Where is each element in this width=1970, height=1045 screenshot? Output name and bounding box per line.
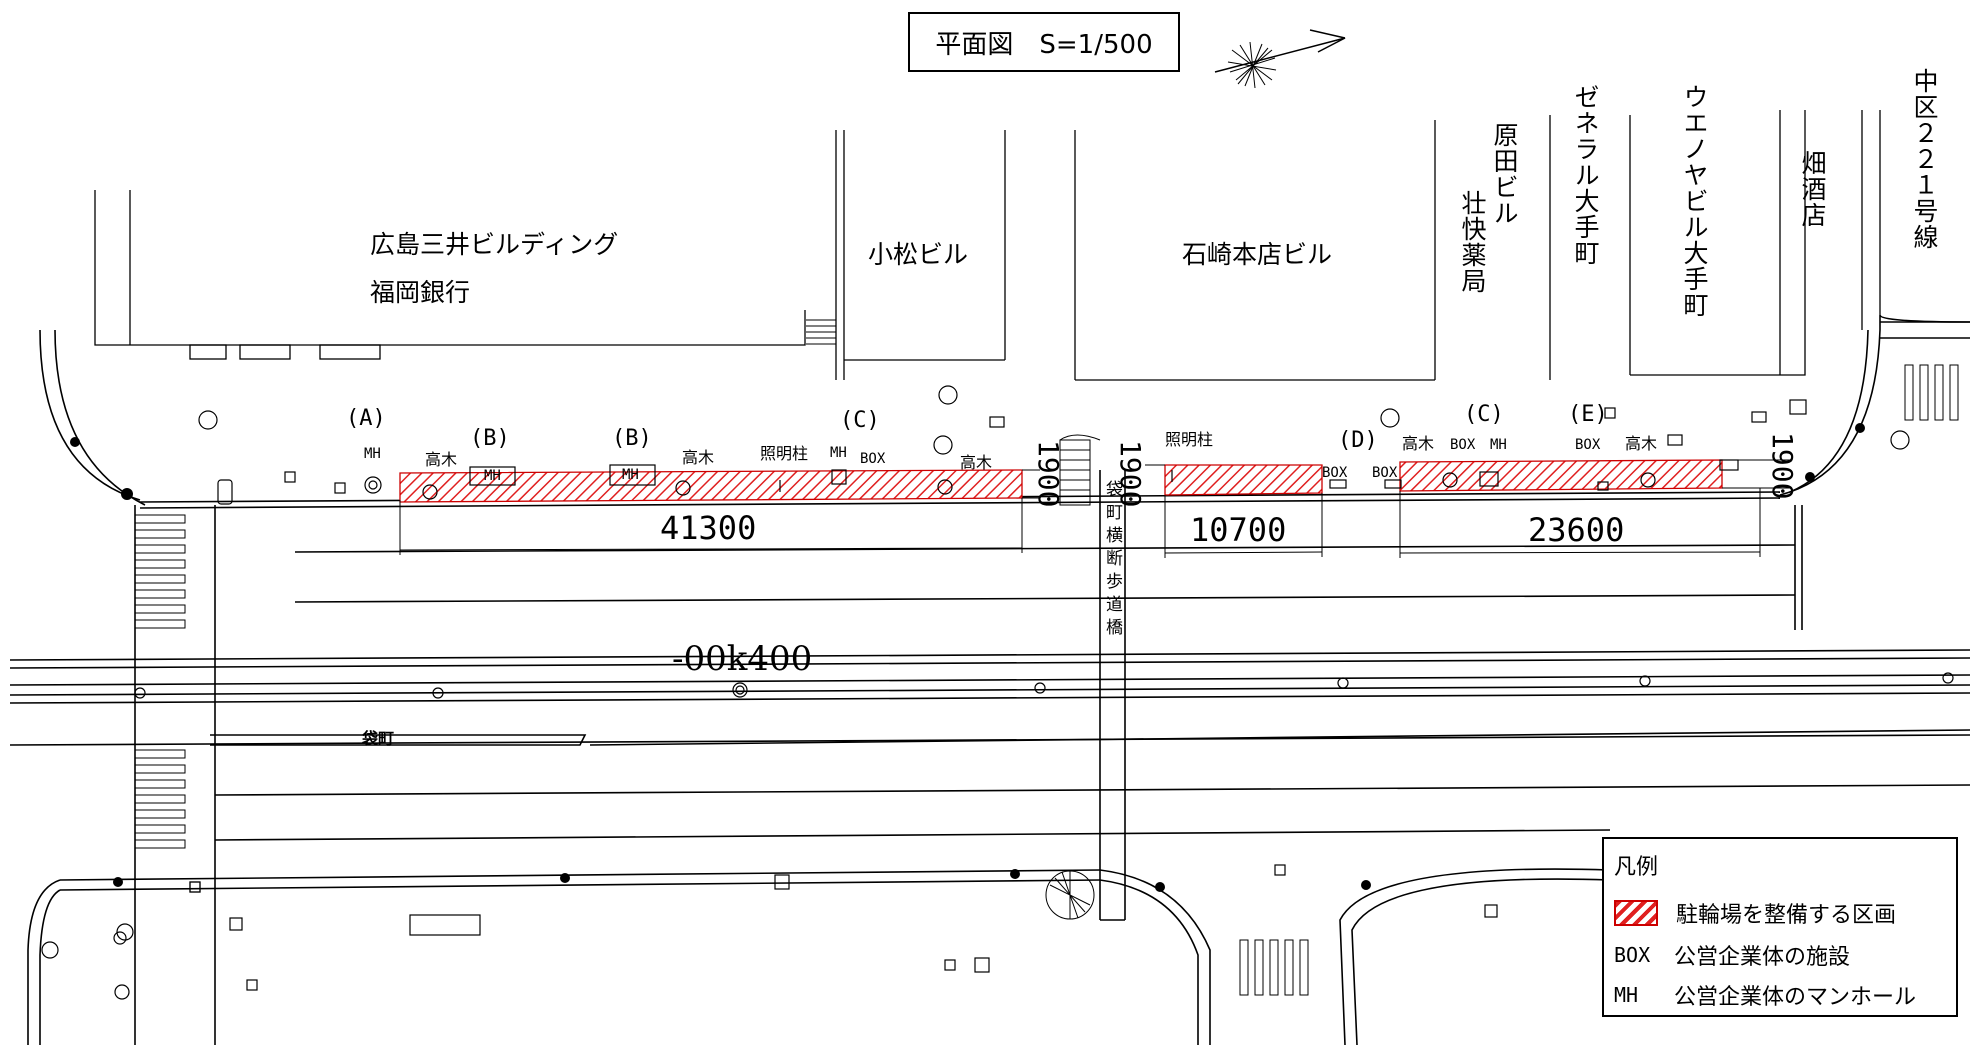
dimension-width-1: 1900 (1032, 440, 1065, 508)
label-light-1: 照明柱 (760, 444, 809, 463)
crosswalk (134, 364, 1959, 996)
legend-row-mh: MH 公営企業体のマンホール (1614, 979, 1916, 1011)
dimension-zone-3: 23600 (1528, 511, 1625, 549)
label-box-d1: BOX (1322, 465, 1348, 481)
label-light-2: 照明柱 (1165, 430, 1214, 449)
marker-c1: (C) (840, 408, 880, 433)
dimension-width-3: 1900 (1766, 432, 1799, 500)
utility-poles (70, 423, 1865, 892)
north-arrow-icon (1214, 29, 1346, 89)
label-tree-2: 高木 (682, 448, 715, 467)
marker-a: (A) (346, 406, 386, 431)
label-box-d2: BOX (1372, 465, 1398, 481)
building-label-harada: 原田ビル (1490, 122, 1519, 226)
legend: 凡例 駐輪場を整備する区画 BOX 公営企業体の施設 MH 公営企業体のマンホー… (1602, 837, 1958, 1017)
label-box-c2: BOX (1450, 437, 1476, 453)
street-features (41, 385, 1954, 1000)
label-box-c1: BOX (860, 451, 886, 467)
label-mh-c2: MH (1490, 437, 1507, 453)
marker-b1: (B) (470, 426, 510, 451)
marker-d: (D) (1338, 428, 1378, 453)
legend-mh-code: MH (1614, 983, 1639, 1007)
legend-hatch-label: 駐輪場を整備する区画 (1676, 903, 1897, 928)
label-tree-3: 高木 (960, 453, 993, 472)
legend-hatch-swatch (1614, 900, 1658, 926)
label-pedestrian-bridge: 袋町横断歩道橋 (1102, 480, 1122, 641)
road-label-route: 中区２２１号線 (1910, 68, 1939, 250)
label-tree-1: 高木 (425, 450, 458, 469)
stairs-south (1045, 870, 1095, 920)
chainage-label: -00k400 (672, 639, 813, 679)
building-label-mitsui: 広島三井ビルディング (370, 230, 619, 259)
legend-box-label: 公営企業体の施設 (1674, 945, 1851, 970)
building-label-fukuoka: 福岡銀行 (370, 278, 471, 307)
stairs-north (1059, 434, 1101, 506)
legend-mh-label: 公営企業体のマンホール (1674, 985, 1917, 1010)
label-mh-c1: MH (830, 445, 847, 461)
legend-row-box: BOX 公営企業体の施設 (1614, 939, 1850, 971)
label-tree-4: 高木 (1402, 434, 1435, 453)
building-label-sokai: 壮快薬局 (1458, 190, 1487, 294)
legend-row-hatch: 駐輪場を整備する区画 (1614, 897, 1896, 929)
dimension-width-2: 1900 (1114, 440, 1147, 508)
building-label-zeneral: ゼネラル大手町 (1571, 84, 1600, 266)
building-label-komatsu: 小松ビル (868, 240, 969, 269)
label-street-fukuromachi: 袋町 (362, 729, 395, 748)
label-box-e: BOX (1575, 437, 1601, 453)
label-tree-5: 高木 (1625, 434, 1658, 453)
dimension-lines (399, 459, 1790, 558)
legend-title: 凡例 (1614, 855, 1659, 880)
building-label-hata: 畑酒店 (1798, 150, 1827, 228)
legend-box-code: BOX (1614, 943, 1651, 967)
label-mh-b2: MH (622, 467, 639, 483)
drawing-title: 平面図 S=1/500 (908, 12, 1180, 72)
building-label-uenoya: ウエノヤビル大手町 (1680, 84, 1709, 318)
label-mh-a: MH (364, 446, 381, 462)
marker-e: (E) (1568, 402, 1608, 427)
dimension-zone-1: 41300 (660, 509, 757, 547)
marker-b2: (B) (612, 426, 652, 451)
building-outlines (94, 110, 1881, 381)
marker-c2: (C) (1464, 402, 1504, 427)
road-lines (9, 314, 1970, 1045)
label-mh-b1: MH (484, 468, 501, 484)
building-label-ishizaki: 石崎本店ビル (1182, 240, 1333, 269)
dimension-zone-2: 10700 (1190, 511, 1287, 549)
